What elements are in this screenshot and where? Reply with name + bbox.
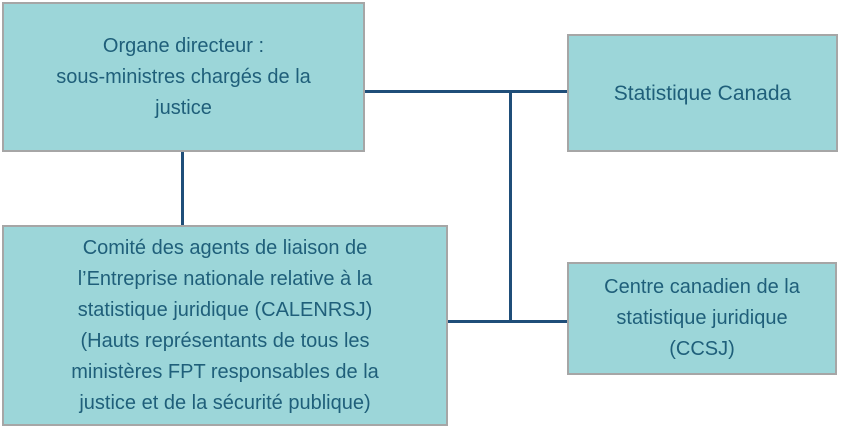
- connector-organe-to-statcan: [365, 90, 567, 93]
- node-organe-directeur: Organe directeur : sous-ministres chargé…: [2, 2, 365, 152]
- node-statistique-canada: Statistique Canada: [567, 34, 838, 152]
- node-statistique-canada-label: Statistique Canada: [613, 81, 792, 105]
- node-ccsj: Centre canadien de la statistique juridi…: [567, 262, 837, 375]
- node-calenrsj-label: Comité des agents de liaison de l’Entrep…: [71, 236, 379, 414]
- connector-vertical-trunk: [509, 90, 512, 323]
- node-ccsj-label: Centre canadien de la statistique juridi…: [604, 276, 800, 360]
- connector-organe-to-calenrsj: [181, 152, 184, 225]
- connector-calenrsj-to-ccsj: [448, 320, 567, 323]
- node-organe-directeur-label: Organe directeur : sous-ministres chargé…: [56, 34, 311, 119]
- node-calenrsj: Comité des agents de liaison de l’Entrep…: [2, 225, 448, 426]
